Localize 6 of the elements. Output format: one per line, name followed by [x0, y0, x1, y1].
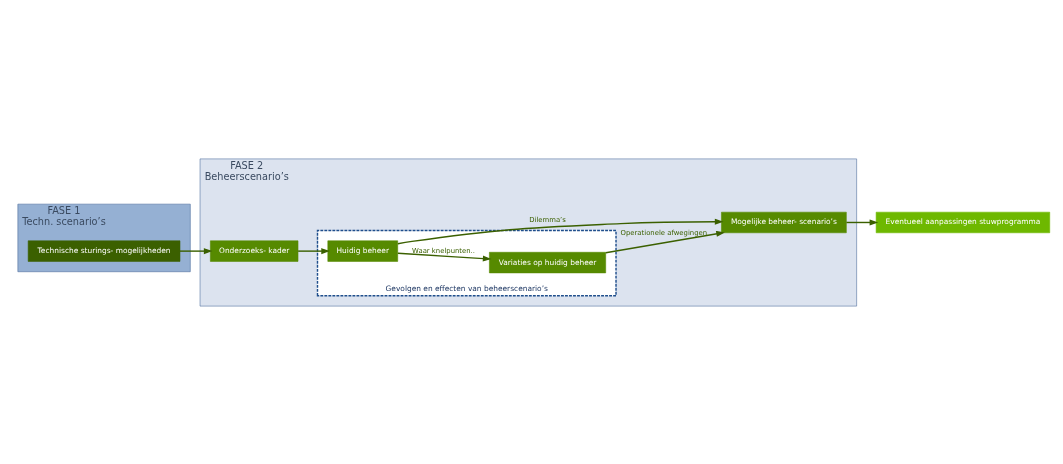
arrow	[179, 247, 213, 254]
arrow	[297, 247, 330, 254]
arrow	[605, 230, 725, 253]
arrow	[397, 218, 724, 244]
arrow	[845, 218, 879, 225]
arrow	[397, 252, 492, 262]
